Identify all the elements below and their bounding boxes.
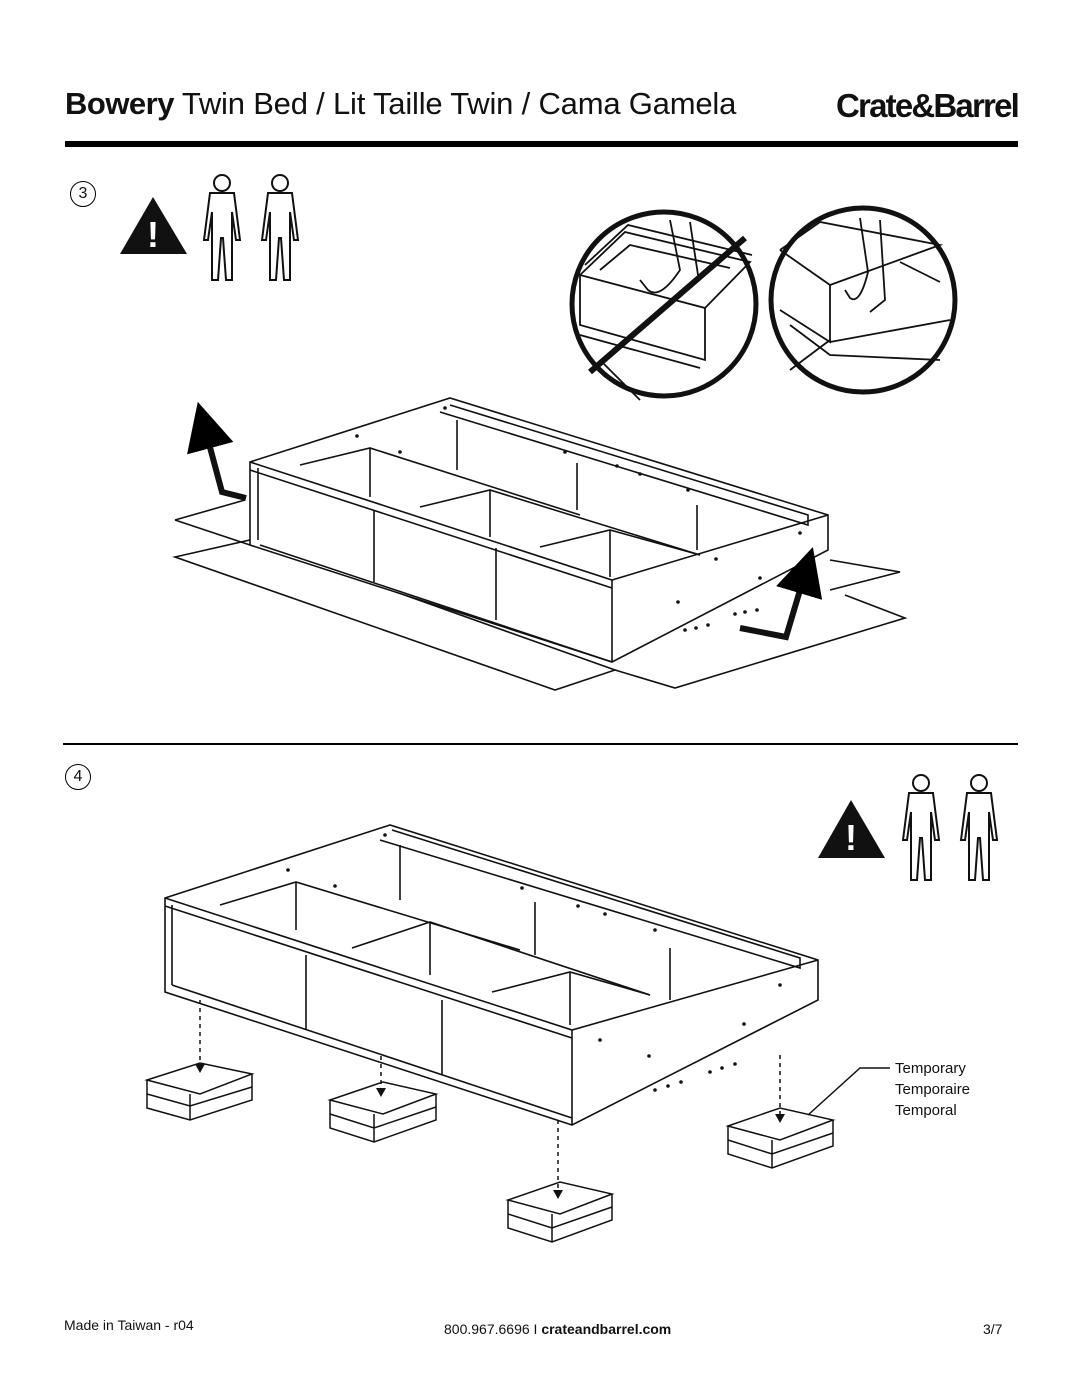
temporary-supports — [144, 1000, 890, 1243]
label-es: Temporal — [895, 1102, 957, 1119]
product-subtitle: Twin Bed / Lit Taille Twin / Cama Gamela — [181, 86, 737, 121]
step4-bed-frame — [164, 824, 819, 1126]
two-person-icon-step4 — [901, 774, 999, 881]
header-divider — [65, 141, 1018, 147]
step-divider — [63, 743, 1018, 745]
svg-text:!: ! — [147, 214, 159, 255]
brand-logo: Crate&Barrel — [836, 87, 1020, 124]
step-3-number: 3 — [70, 181, 96, 207]
website-link[interactable]: crateandbarrel.com — [541, 1321, 672, 1337]
label-fr: Temporaire — [895, 1081, 971, 1098]
label-en: Temporary — [895, 1060, 966, 1077]
product-name: Bowery — [65, 86, 174, 121]
page-title: Bowery Twin Bed / Lit Taille Twin / Cama… — [65, 88, 736, 119]
contact-separator: I — [533, 1321, 538, 1337]
step-4-number: 4 — [65, 764, 91, 790]
phone-number: 800.967.6696 — [444, 1321, 530, 1337]
contact-info: 800.967.6696 I crateandbarrel.com — [444, 1321, 671, 1337]
temporary-support-label: Temporary Temporaire Temporal — [895, 1058, 970, 1121]
warning-icon: ! — [120, 197, 187, 255]
two-person-icon — [202, 174, 300, 281]
made-in-label: Made in Taiwan - r04 — [64, 1317, 194, 1333]
correct-lift-icon — [768, 205, 958, 395]
warning-icon-step4: ! — [818, 800, 885, 858]
step3-bed-frame — [172, 397, 908, 691]
page-number: 3/7 — [983, 1321, 1003, 1337]
svg-text:!: ! — [845, 817, 857, 858]
incorrect-lift-icon — [569, 209, 759, 401]
